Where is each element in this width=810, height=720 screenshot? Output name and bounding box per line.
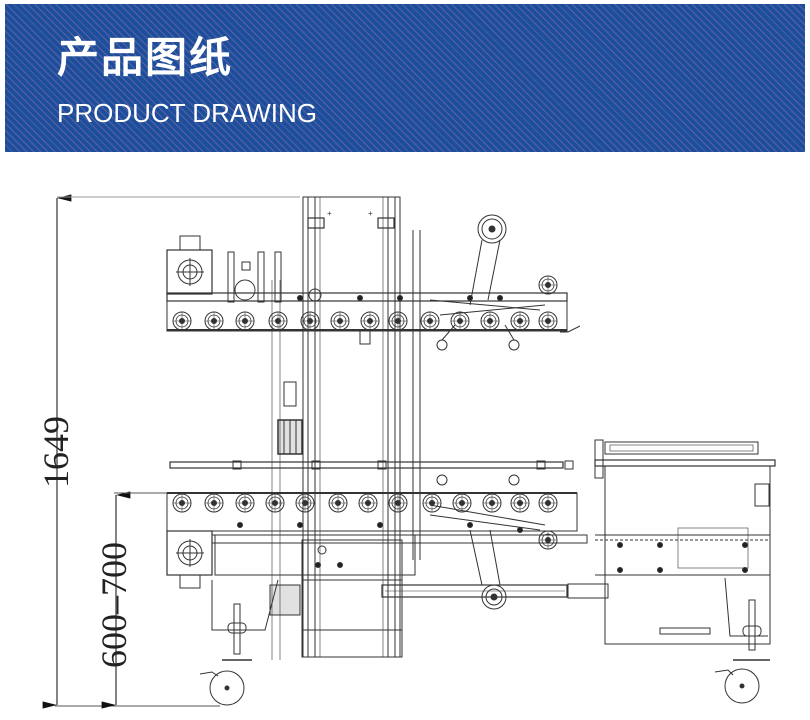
dimension-working-height: 600–700 <box>94 491 175 709</box>
svg-text:+: + <box>368 209 373 218</box>
outfeed-table <box>594 439 776 645</box>
header-title-cn: 产品图纸 <box>57 33 234 82</box>
machine-drawing: + + <box>166 196 776 706</box>
dimension-overall-height: 1649 <box>36 194 300 709</box>
caster-left <box>199 603 252 706</box>
base-frame <box>211 579 403 658</box>
caster-right <box>714 599 770 704</box>
drive-motor <box>277 381 303 455</box>
lower-tape-reel <box>381 529 609 610</box>
lower-head <box>166 474 588 589</box>
header-title-en: PRODUCT DRAWING <box>57 98 317 128</box>
dimension-label-1649: 1649 <box>36 416 76 488</box>
dimension-label-600-700: 600–700 <box>94 542 134 668</box>
svg-text:+: + <box>327 209 332 218</box>
header-banner: 产品图纸 PRODUCT DRAWING <box>5 4 805 152</box>
top-guide-rail <box>169 460 574 470</box>
product-drawing: 1649 600–700 + + <box>36 194 776 709</box>
upper-head <box>166 214 581 351</box>
